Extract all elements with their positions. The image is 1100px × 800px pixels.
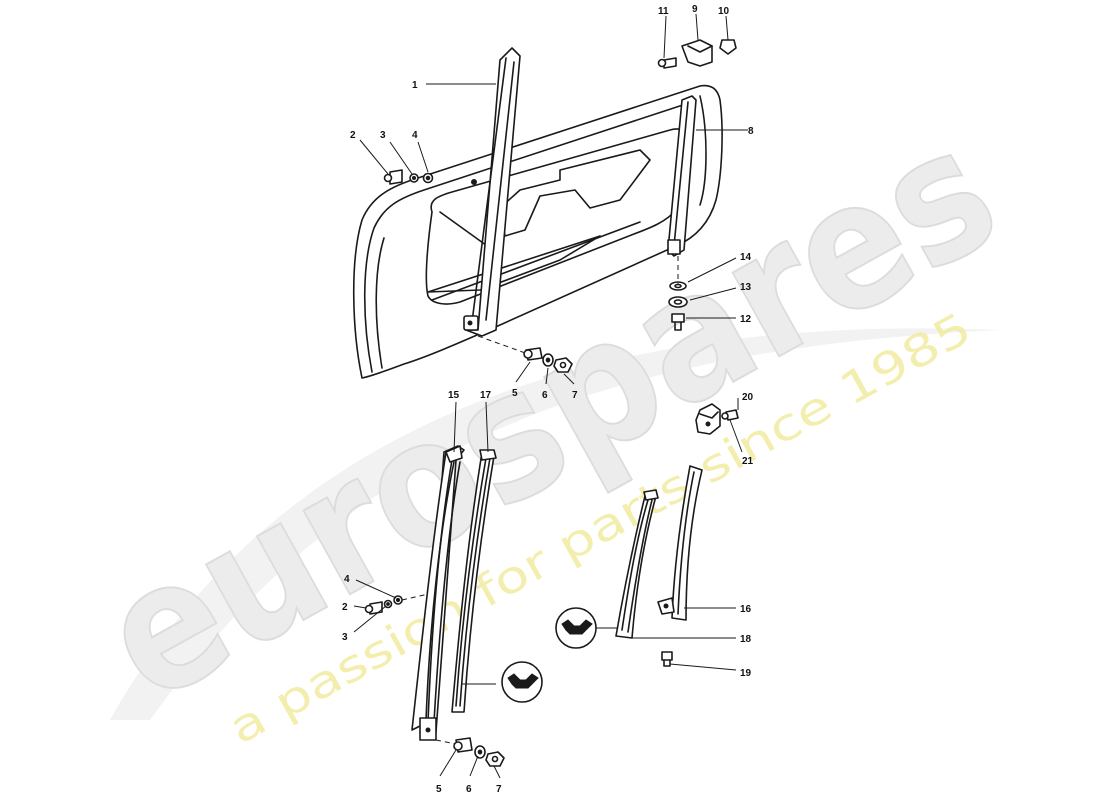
- callout-13: 13: [740, 282, 752, 293]
- callout-17: 17: [480, 390, 492, 401]
- callout-3-lower: 3: [342, 632, 348, 643]
- door-panel: [352, 84, 723, 379]
- cross-section-inset-17: [501, 661, 543, 703]
- callout-15: 15: [448, 390, 460, 401]
- callout-8: 8: [748, 126, 754, 137]
- callout-4: 4: [412, 130, 418, 141]
- callout-10: 10: [718, 6, 730, 17]
- callout-3: 3: [380, 130, 386, 141]
- upper-fasteners: [383, 169, 434, 185]
- cross-section-inset-18: [555, 607, 597, 649]
- rear-fasteners: [668, 256, 688, 331]
- callout-6-upper: 6: [542, 390, 548, 401]
- callout-5-lower: 5: [436, 784, 442, 795]
- watermark-swoosh: [110, 328, 1000, 720]
- small-bracket: [695, 403, 739, 435]
- window-channel-parallel: [451, 449, 497, 713]
- top-bracket-assembly: [657, 39, 737, 69]
- leader-lines: [353, 13, 748, 779]
- callout-4-lower: 4: [344, 574, 350, 585]
- window-channel-curved: [657, 465, 703, 621]
- callout-5-upper: 5: [512, 388, 518, 399]
- lower-fasteners-bottom: [435, 737, 505, 767]
- window-channel-short: [615, 489, 659, 639]
- callout-16: 16: [740, 604, 752, 615]
- callout-2: 2: [350, 130, 356, 141]
- callouts: 1 2 3 4 8 9 10 11 14 13 12 5 6 7 15 17 2…: [342, 4, 754, 795]
- door-bottom-fasteners: [477, 335, 573, 373]
- callout-18: 18: [740, 634, 752, 645]
- callout-11: 11: [658, 6, 669, 17]
- callout-7-lower: 7: [496, 784, 502, 795]
- window-channel-rear: [667, 95, 697, 257]
- screw-19: [661, 651, 673, 667]
- callout-7-upper: 7: [572, 390, 578, 401]
- lower-fasteners-left: [364, 593, 429, 615]
- callout-21: 21: [742, 456, 754, 467]
- window-channel-front: [463, 47, 521, 337]
- window-channel-long: [411, 445, 465, 741]
- callout-9: 9: [692, 4, 698, 15]
- callout-20: 20: [742, 392, 754, 403]
- callout-19: 19: [740, 668, 752, 679]
- callout-6-lower: 6: [466, 784, 472, 795]
- callout-1: 1: [412, 80, 418, 91]
- callout-12: 12: [740, 314, 752, 325]
- callout-2-lower: 2: [342, 602, 348, 613]
- callout-14: 14: [740, 252, 752, 263]
